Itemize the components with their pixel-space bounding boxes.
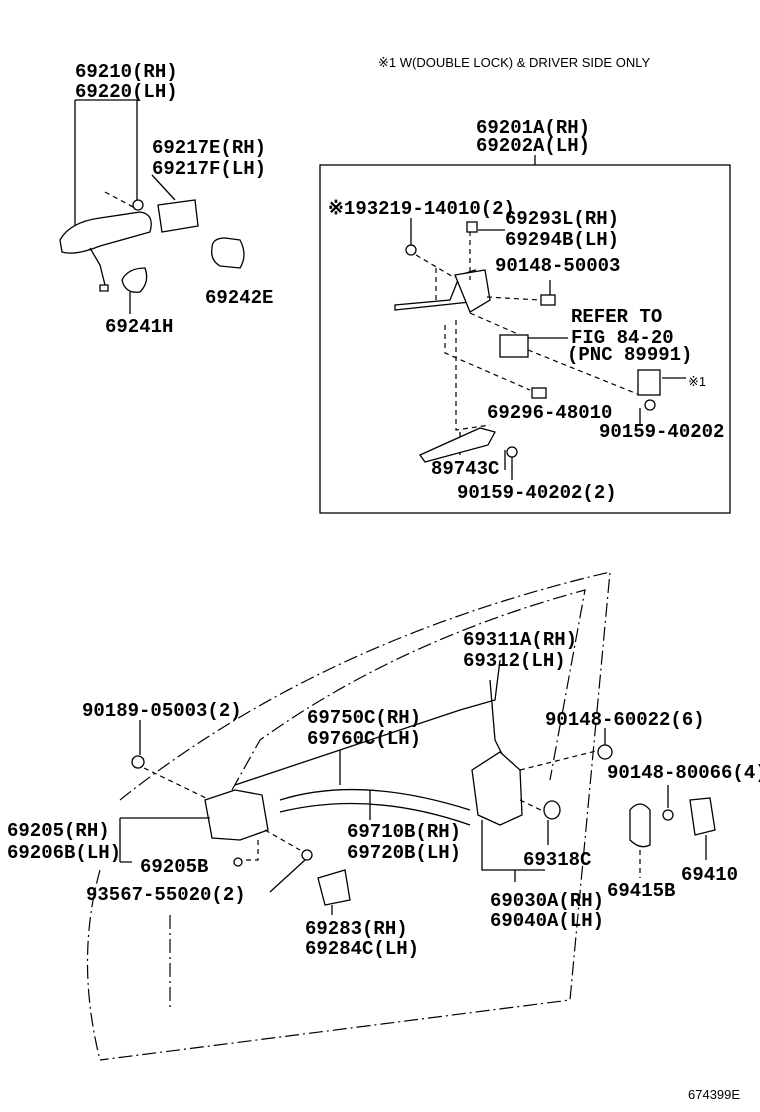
label-89743C: 89743C <box>431 458 499 480</box>
label-69318C: 69318C <box>523 849 591 871</box>
label-69311A: 69311A(RH) <box>463 629 577 651</box>
label-69217E: 69217E(RH) <box>152 137 266 159</box>
label-93219: ※193219-14010(2) <box>328 198 515 220</box>
label-90159-40202: 90159-40202 <box>599 421 724 443</box>
refer-line-1: REFER TO <box>571 306 662 328</box>
label-69220: 69220(LH) <box>75 81 178 103</box>
label-69410: 69410 <box>681 864 738 886</box>
label-93567: 93567-55020(2) <box>86 884 246 906</box>
lock-assembly-drawing <box>394 218 686 480</box>
mark-1: ※1 <box>688 374 706 389</box>
label-90159-40202-2: 90159-40202(2) <box>457 482 617 504</box>
label-69030A: 69030A(RH) <box>490 890 604 912</box>
note-text: ※1 W(DOUBLE LOCK) & DRIVER SIDE ONLY <box>378 55 650 70</box>
label-69206B: 69206B(LH) <box>7 842 121 864</box>
label-69296: 69296-48010 <box>487 402 612 424</box>
outside-handle-drawing <box>59 99 245 314</box>
refer-line-3: (PNC 89991) <box>567 344 692 366</box>
label-69750C: 69750C(RH) <box>307 707 421 729</box>
label-90148-50003: 90148-50003 <box>495 255 620 277</box>
label-69294B: 69294B(LH) <box>505 229 619 251</box>
label-69283: 69283(RH) <box>305 918 408 940</box>
label-69205B: 69205B <box>140 856 208 878</box>
label-69210: 69210(RH) <box>75 61 178 83</box>
label-90148-80066: 90148-80066(4) <box>607 762 760 784</box>
label-69710B: 69710B(RH) <box>347 821 461 843</box>
label-69242E: 69242E <box>205 287 273 309</box>
refer-line-2: FIG 84-20 <box>571 327 674 349</box>
label-69241H: 69241H <box>105 316 173 338</box>
label-69205: 69205(RH) <box>7 820 110 842</box>
label-69293L: 69293L(RH) <box>505 208 619 230</box>
door-outline-drawing <box>86 571 611 1061</box>
label-69040A: 69040A(LH) <box>490 910 604 932</box>
box-title-rh: 69201A(RH) <box>476 117 590 139</box>
label-69760C: 69760C(LH) <box>307 728 421 750</box>
label-69415B: 69415B <box>607 880 675 902</box>
label-69217F: 69217F(LH) <box>152 158 266 180</box>
box-title-lh: 69202A(LH) <box>476 135 590 157</box>
label-69284C: 69284C(LH) <box>305 938 419 960</box>
label-69312: 69312(LH) <box>463 650 566 672</box>
label-90189: 90189-05003(2) <box>82 700 242 722</box>
label-90148-60022: 90148-60022(6) <box>545 709 705 731</box>
figure-id: 674399E <box>688 1087 740 1102</box>
lower-parts-drawing <box>119 659 716 915</box>
lock-assembly-box <box>319 164 731 514</box>
label-69720B: 69720B(LH) <box>347 842 461 864</box>
